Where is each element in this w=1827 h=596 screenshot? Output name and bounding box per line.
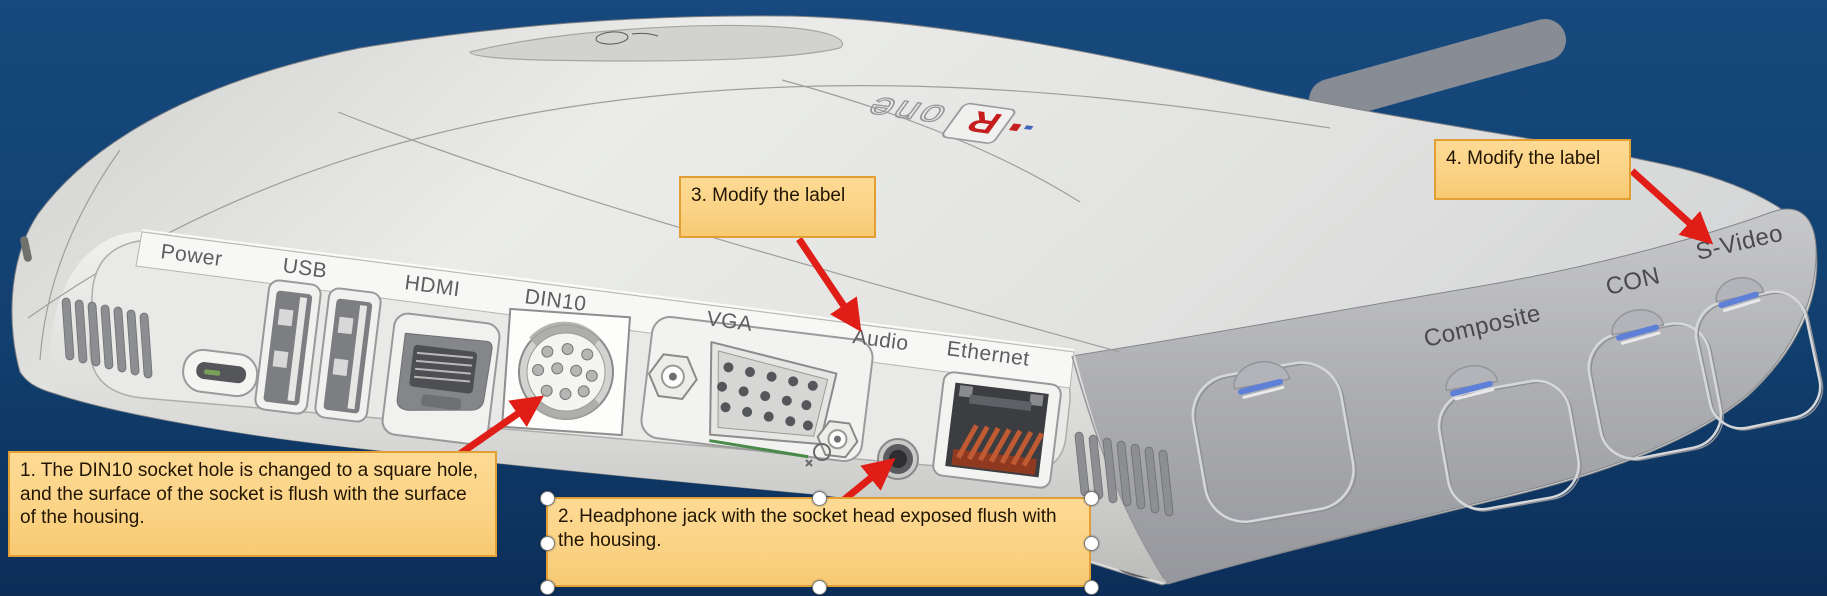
composite-cover-tab: [1445, 365, 1499, 401]
selection-handle-top-right[interactable]: [1084, 491, 1099, 506]
composite-cover: [1437, 379, 1582, 512]
annotation-box-3[interactable]: 3. Modify the label: [679, 176, 876, 238]
vga-pin-holes: [717, 362, 818, 431]
selection-handle-mid-right[interactable]: [1084, 536, 1099, 551]
annotation-3-text: 3. Modify the label: [691, 185, 846, 206]
antenna-rod: [1309, 19, 1566, 121]
selection-handle-mid-left[interactable]: [540, 536, 555, 551]
vga-screw-post-right: [816, 420, 859, 459]
din10-socket: [500, 307, 632, 437]
hdmi-port: [381, 312, 501, 446]
annotation-box-2[interactable]: 2. Headphone jack with the socket head e…: [546, 497, 1091, 587]
left-vent-slots: [61, 297, 153, 379]
annotation-1-text: 1. The DIN10 socket hole is changed to a…: [20, 460, 479, 529]
selection-handle-bottom-left[interactable]: [540, 580, 555, 595]
con-cover-tab: [1611, 309, 1665, 345]
callout-arrow-1[interactable]: [452, 395, 544, 461]
annotation-2-text: 2. Headphone jack with the socket head e…: [558, 506, 1057, 551]
selection-handle-bottom-center[interactable]: [812, 580, 827, 595]
usb-port-1: [254, 279, 322, 415]
callout-arrows: [452, 168, 1714, 506]
left-edge-slot: [20, 236, 32, 262]
headphone-jack: [877, 438, 919, 480]
rim-highlight: [141, 229, 1075, 351]
callout-arrow-3[interactable]: [796, 237, 862, 333]
headset-icon: [805, 443, 831, 467]
right-vent-slots: [1074, 431, 1174, 517]
side-cover-extra-tab: [1233, 361, 1291, 399]
annotation-4-text: 4. Modify the label: [1446, 148, 1601, 169]
selection-handle-top-center[interactable]: [812, 491, 827, 506]
device-right-side: [1071, 208, 1817, 585]
callout-arrow-4[interactable]: [1629, 168, 1714, 245]
vga-port: [640, 315, 874, 463]
selection-handle-top-left[interactable]: [540, 491, 555, 506]
din10-pin-holes: [532, 343, 598, 401]
top-recess-marks: [595, 31, 659, 45]
vga-screw-post-left: [647, 353, 698, 401]
annotation-box-1[interactable]: 1. The DIN10 socket hole is changed to a…: [8, 451, 497, 557]
top-recess: [469, 24, 844, 62]
callout-arrow-2[interactable]: [837, 457, 896, 506]
power-port: [182, 348, 259, 398]
annotation-box-4[interactable]: 4. Modify the label: [1434, 139, 1631, 200]
selection-handle-bottom-right[interactable]: [1084, 580, 1099, 595]
svideo-cover-tab: [1715, 277, 1765, 313]
ethernet-port: [932, 371, 1062, 489]
usb-port-2: [314, 287, 382, 423]
ethernet-pins: [956, 424, 1045, 467]
